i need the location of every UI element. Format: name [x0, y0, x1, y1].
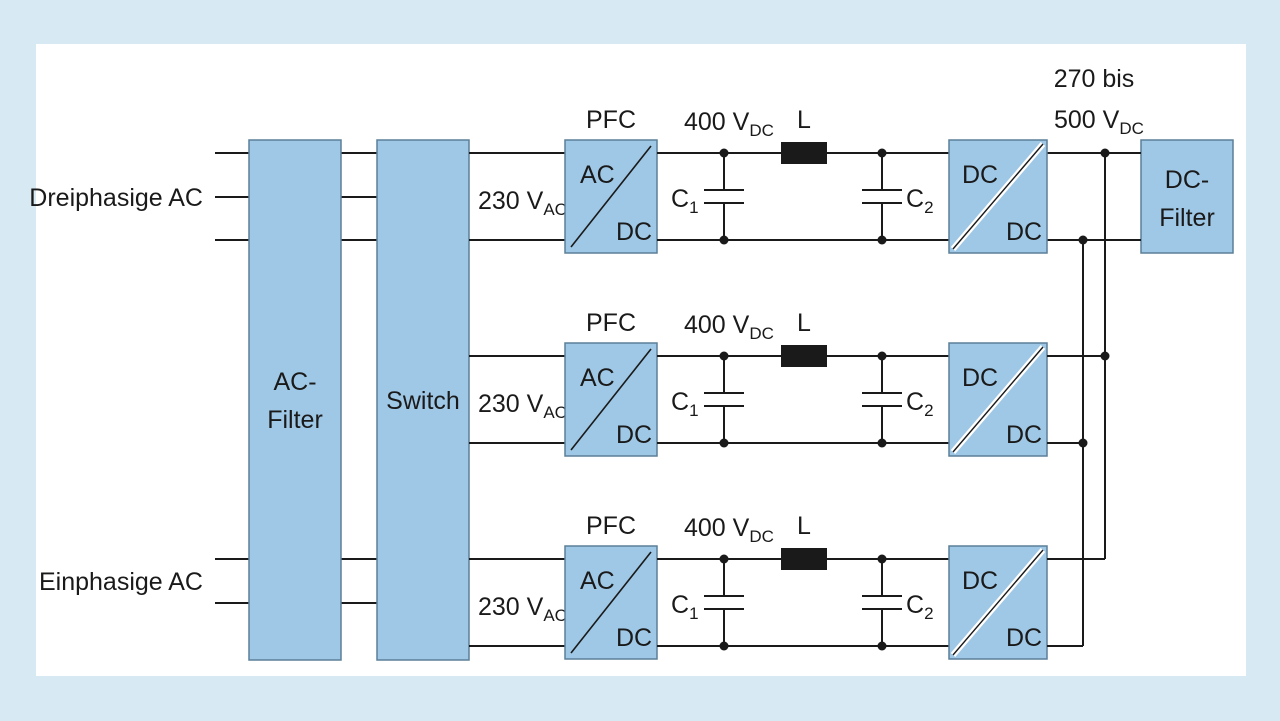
inductor	[781, 345, 827, 367]
pfc-ac-label: AC	[580, 161, 615, 189]
inductor-label: L	[797, 309, 811, 337]
dc-voltage-label: 400 VDC	[684, 311, 774, 343]
c1-label: C1	[671, 591, 699, 623]
c2-label: C2	[906, 388, 934, 420]
dcdc-diagonal	[952, 549, 1044, 656]
dc-voltage-label: 400 VDC	[684, 108, 774, 140]
c1-junction-bottom	[719, 438, 729, 448]
output-bus	[1047, 148, 1141, 646]
output-line2: 500 VDC	[1054, 106, 1144, 138]
pfc-diagonal	[570, 145, 652, 248]
c2-label: C2	[906, 185, 934, 217]
c2-junction-top	[877, 148, 887, 158]
three-phase-input: Dreiphasige AC	[29, 152, 249, 241]
c1-label: C1	[671, 388, 699, 420]
inductor	[781, 142, 827, 164]
output-line1: 270 bis	[1054, 65, 1135, 93]
ac-filter-label-line1: AC-	[273, 368, 316, 396]
ac-voltage-label: 230 VAC	[478, 390, 567, 422]
ac-filter-block: AC- Filter	[248, 139, 342, 661]
c1-junction-bottom	[719, 235, 729, 245]
c2-junction-top	[877, 554, 887, 564]
c1-label: C1	[671, 185, 699, 217]
pfc-label: PFC	[586, 106, 636, 134]
dc-filter-block: DC- Filter	[1140, 139, 1234, 254]
dcdc-in-label: DC	[962, 161, 998, 189]
three-phase-label: Dreiphasige AC	[29, 184, 203, 212]
ac-voltage-label: 230 VAC	[478, 187, 567, 219]
filter-to-switch-wires	[341, 152, 377, 604]
inductor-label: L	[797, 512, 811, 540]
dc-filter-label-line2: Filter	[1159, 204, 1215, 232]
single-phase-label: Einphasige AC	[39, 568, 203, 596]
switch-label: Switch	[386, 387, 460, 415]
c2-junction-bottom	[877, 641, 887, 651]
pfc-dc-label: DC	[616, 421, 652, 449]
c2-junction-bottom	[877, 438, 887, 448]
dc-voltage-label: 400 VDC	[684, 514, 774, 546]
c1-junction-bottom	[719, 641, 729, 651]
dcdc-in-label: DC	[962, 567, 998, 595]
c2-junction-bottom	[877, 235, 887, 245]
ac-filter-label-line2: Filter	[267, 406, 323, 434]
ac-voltage-label: 230 VAC	[478, 593, 567, 625]
switch-block: Switch	[376, 139, 470, 661]
dcdc-out-label: DC	[1006, 218, 1042, 246]
pfc-label: PFC	[586, 512, 636, 540]
dc-filter-label-line1: DC-	[1165, 166, 1209, 194]
dcdc-out-label: DC	[1006, 624, 1042, 652]
pfc-diagonal	[570, 551, 652, 654]
c1-junction-top	[719, 148, 729, 158]
dcdc-out-label: DC	[1006, 421, 1042, 449]
pfc-ac-label: AC	[580, 364, 615, 392]
pfc-dc-label: DC	[616, 218, 652, 246]
dcdc-diagonal	[952, 143, 1044, 250]
pfc-diagonal	[570, 348, 652, 451]
c1-junction-top	[719, 554, 729, 564]
pfc-dc-label: DC	[616, 624, 652, 652]
c2-junction-top	[877, 351, 887, 361]
output-voltage-label: 270 bis 500 VDC	[1054, 65, 1144, 138]
c1-junction-top	[719, 351, 729, 361]
diagram-panel: Dreiphasige AC Einphasige AC AC- Filter …	[29, 44, 1246, 676]
single-phase-input: Einphasige AC	[39, 558, 249, 604]
c2-label: C2	[906, 591, 934, 623]
pfc-ac-label: AC	[580, 567, 615, 595]
dcdc-in-label: DC	[962, 364, 998, 392]
inductor	[781, 548, 827, 570]
dcdc-diagonal	[952, 346, 1044, 453]
inductor-label: L	[797, 106, 811, 134]
pfc-label: PFC	[586, 309, 636, 337]
